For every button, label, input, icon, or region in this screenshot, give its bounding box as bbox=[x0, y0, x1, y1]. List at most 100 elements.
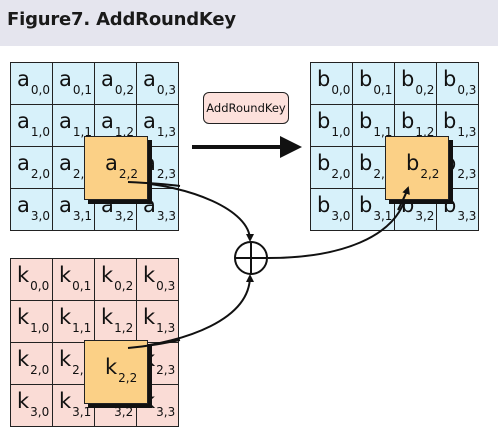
cell-letter: b bbox=[317, 193, 331, 217]
matrix-cell: b0,3 bbox=[437, 63, 479, 105]
cell-letter: a bbox=[101, 67, 114, 91]
cell-subscript: 3,3 bbox=[156, 209, 176, 223]
cell-label: k0,3 bbox=[143, 263, 175, 293]
cell-letter: a bbox=[101, 109, 114, 133]
cell-subscript: 0,2 bbox=[114, 279, 134, 293]
cell-label: k0,2 bbox=[101, 263, 133, 293]
cell-subscript: 3,3 bbox=[156, 405, 176, 419]
cell-letter: b bbox=[359, 193, 373, 217]
cell-label: b2,0 bbox=[317, 151, 350, 181]
cell-label: b0,1 bbox=[359, 67, 392, 97]
cell-subscript: 3,0 bbox=[30, 209, 50, 223]
cell-subscript: 0,3 bbox=[457, 83, 477, 97]
cell-subscript: 1,1 bbox=[373, 125, 393, 139]
cell-subscript: 1,0 bbox=[331, 125, 351, 139]
cell-subscript: 3,2 bbox=[114, 405, 134, 419]
cell-label: k1,0 bbox=[17, 305, 49, 335]
cell-letter: b bbox=[317, 109, 331, 133]
cell-letter: b bbox=[317, 151, 331, 175]
xor-icon bbox=[234, 241, 268, 275]
cell-letter: k bbox=[101, 305, 114, 329]
cell-label: b1,0 bbox=[317, 109, 350, 139]
cell-label: k2,0 bbox=[17, 347, 49, 377]
cell-label: a0,3 bbox=[143, 67, 176, 97]
cell-label: a1,1 bbox=[59, 109, 92, 139]
matrix-cell: a0,1 bbox=[53, 63, 95, 105]
cell-letter: k bbox=[59, 347, 72, 371]
cell-label: k1,1 bbox=[59, 305, 91, 335]
cell-letter: b bbox=[359, 67, 373, 91]
cell-label: b1,2 bbox=[401, 109, 434, 139]
cell-subscript: 0,3 bbox=[156, 279, 176, 293]
cell-subscript: 0,2 bbox=[415, 83, 435, 97]
matrix-cell: k1,1 bbox=[53, 301, 95, 343]
matrix-cell: a3,1 bbox=[53, 189, 95, 231]
cell-letter: b bbox=[443, 109, 457, 133]
cell-subscript: 0,0 bbox=[331, 83, 351, 97]
cell-label: k0,0 bbox=[17, 263, 49, 293]
cell-label: b0,0 bbox=[317, 67, 350, 97]
matrix-cell: k1,0 bbox=[11, 301, 53, 343]
matrix-cell: k3,0 bbox=[11, 385, 53, 427]
matrix-cell: a2,0 bbox=[11, 147, 53, 189]
cell-subscript: 0,1 bbox=[373, 83, 393, 97]
cell-subscript: 0,0 bbox=[30, 83, 50, 97]
cell-label: b3,0 bbox=[317, 193, 350, 223]
cell-label: a1,0 bbox=[17, 109, 50, 139]
cell-letter: b bbox=[359, 109, 373, 133]
cell-subscript: 0,1 bbox=[72, 279, 92, 293]
cell-label: b1,3 bbox=[443, 109, 476, 139]
cell-subscript: 2, bbox=[72, 363, 84, 377]
cell-subscript: 1,3 bbox=[457, 125, 477, 139]
matrix-cell: k0,1 bbox=[53, 259, 95, 301]
cell-letter: k bbox=[59, 389, 72, 413]
cell-label: a0,0 bbox=[17, 67, 50, 97]
matrix-cell: a3,0 bbox=[11, 189, 53, 231]
cell-subscript: 0,0 bbox=[30, 279, 50, 293]
cell-letter: k bbox=[17, 263, 30, 287]
cell-letter: a bbox=[59, 193, 72, 217]
cell-subscript: 3,0 bbox=[30, 405, 50, 419]
cell-subscript: 2,0 bbox=[30, 363, 50, 377]
cell-label: a3,1 bbox=[59, 193, 92, 223]
cell-subscript: 0,3 bbox=[156, 83, 176, 97]
cell-subscript: 0,1 bbox=[72, 83, 92, 97]
figure-title: Figure7. AddRoundKey bbox=[7, 9, 236, 30]
cell-subscript: 1,2 bbox=[114, 321, 134, 335]
matrix-cell: k0,0 bbox=[11, 259, 53, 301]
cell-subscript: 3,3 bbox=[457, 209, 477, 223]
cell-letter: a bbox=[17, 109, 30, 133]
cell-letter: k bbox=[17, 305, 30, 329]
cell-letter: a bbox=[59, 151, 72, 175]
cell-letter: k bbox=[59, 263, 72, 287]
title-bar: Figure7. AddRoundKey bbox=[0, 0, 498, 46]
cell-letter: a bbox=[59, 109, 72, 133]
matrix-cell: b2,0 bbox=[311, 147, 353, 189]
cell-letter: a bbox=[17, 67, 30, 91]
matrix-cell: a0,2 bbox=[95, 63, 137, 105]
cell-subscript: 3,1 bbox=[72, 209, 92, 223]
matrix-cell: k1,3 bbox=[137, 301, 179, 343]
cell-label: b0,3 bbox=[443, 67, 476, 97]
cell-label: k3,0 bbox=[17, 389, 49, 419]
matrix-cell: b3,0 bbox=[311, 189, 353, 231]
cell-label: b1,1 bbox=[359, 109, 392, 139]
cell-letter: b bbox=[359, 151, 373, 175]
cell-letter: k bbox=[17, 389, 30, 413]
cell-subscript: 1,0 bbox=[30, 125, 50, 139]
matrix-cell: k0,2 bbox=[95, 259, 137, 301]
cell-letter: b bbox=[317, 67, 331, 91]
cell-subscript: 2,3 bbox=[156, 167, 176, 181]
matrix-cell: a1,1 bbox=[53, 105, 95, 147]
cell-letter: k bbox=[143, 305, 156, 329]
cell-subscript: 1,3 bbox=[156, 125, 176, 139]
cell-letter: a bbox=[59, 67, 72, 91]
matrix-cell: b0,2 bbox=[395, 63, 437, 105]
matrix-cell: k0,3 bbox=[137, 259, 179, 301]
output-highlight-cell: b2,2 bbox=[385, 136, 449, 200]
matrix-cell: b0,0 bbox=[311, 63, 353, 105]
cell-label: k0,1 bbox=[59, 263, 91, 293]
cell-label: a3,0 bbox=[17, 193, 50, 223]
cell-subscript: 3,0 bbox=[331, 209, 351, 223]
cell-label: k1,3 bbox=[143, 305, 175, 335]
